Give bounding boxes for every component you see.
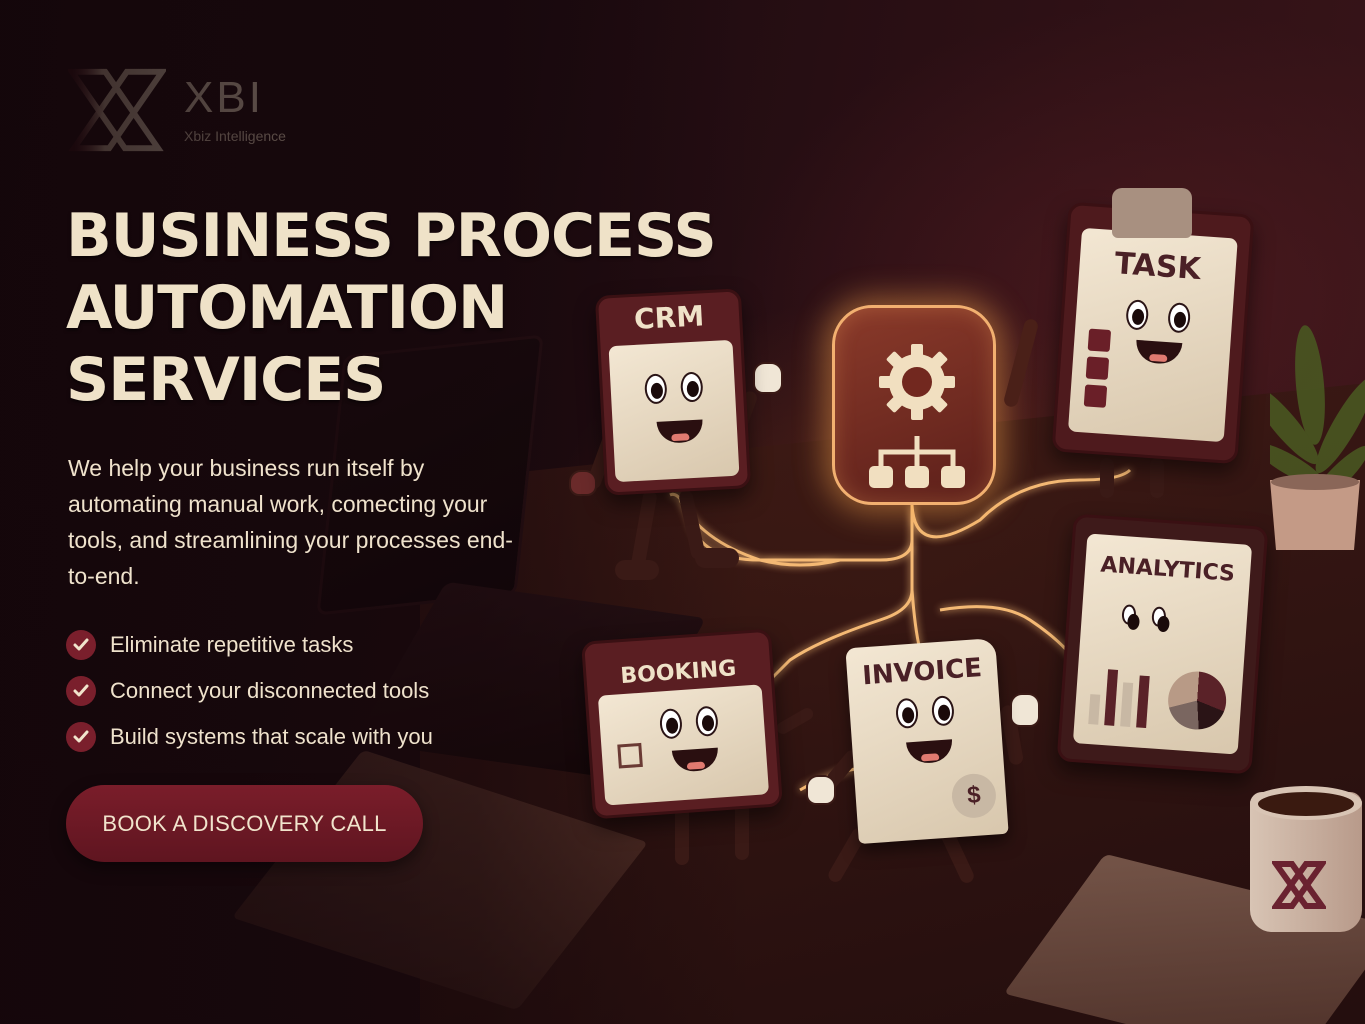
checkbox-icon [1087,328,1112,353]
check-circle-icon [66,630,96,660]
check-circle-icon [66,722,96,752]
title-line: BUSINESS PROCESS [66,201,717,271]
pie-chart-icon [1166,669,1229,732]
automation-hub [832,305,996,505]
checkbox-icon [1083,384,1108,408]
title-line: SERVICES [66,345,386,415]
crm-character: CRM [565,288,795,590]
checkbox-icon [1085,356,1110,380]
task-character: TASK [1000,178,1260,508]
org-chart-icon [869,436,965,488]
clipboard-clip [1112,188,1192,238]
benefit-text: Build systems that scale with you [110,724,433,749]
benefit-text: Connect your disconnected tools [110,678,430,703]
booking-character: BOOKING [575,605,816,875]
page-title: BUSINESS PROCESS AUTOMATION SERVICES [66,200,717,416]
benefit-text: Eliminate repetitive tasks [110,632,354,657]
booking-label: BOOKING [605,655,752,691]
crm-label: CRM [633,299,705,336]
analytics-character: ANALYTICS [1055,513,1275,790]
coffee-mug-illustration [1240,780,1365,932]
bar-chart-icon [1088,664,1162,729]
analytics-label: ANALYTICS [1099,552,1236,587]
benefit-item: Build systems that scale with you [66,714,433,760]
invoice-label: INVOICE [861,653,983,692]
benefits-list: Eliminate repetitive tasks Connect your … [66,622,433,760]
dollar-icon: $ [950,772,998,820]
checkbox-icon [617,742,643,769]
benefit-item: Eliminate repetitive tasks [66,622,433,668]
check-circle-icon [66,676,96,706]
gear-icon [879,344,955,420]
waving-hand-icon [753,362,783,394]
book-discovery-call-button[interactable]: BOOK A DISCOVERY CALL [66,785,423,862]
title-line: AUTOMATION [66,273,508,343]
intro-paragraph: We help your business run itself by auto… [68,455,513,589]
benefit-item: Connect your disconnected tools [66,668,433,714]
x-logo-icon [1272,861,1326,909]
waving-hand-icon [1010,693,1040,727]
invoice-character: INVOICE $ [800,635,1050,890]
task-label: TASK [1113,246,1202,288]
plant-illustration [1270,325,1365,550]
